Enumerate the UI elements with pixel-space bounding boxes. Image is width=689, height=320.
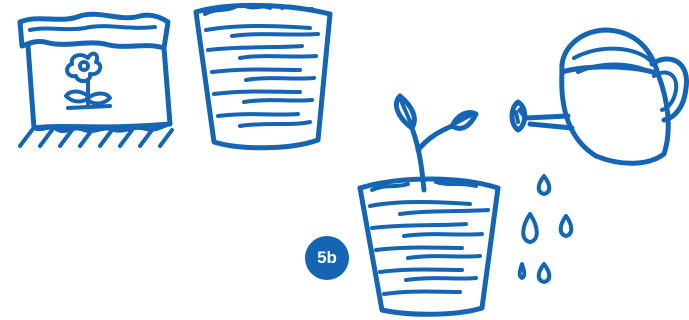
step-badge: 5b bbox=[305, 236, 349, 280]
watering-can-icon bbox=[512, 30, 687, 163]
sprout-pot-icon bbox=[360, 96, 498, 314]
water-drops-icon bbox=[520, 176, 572, 282]
empty-pot-icon bbox=[196, 5, 330, 147]
seed-bag-icon bbox=[20, 14, 172, 146]
step-label: 5b bbox=[317, 248, 337, 268]
flower-icon bbox=[66, 54, 110, 108]
